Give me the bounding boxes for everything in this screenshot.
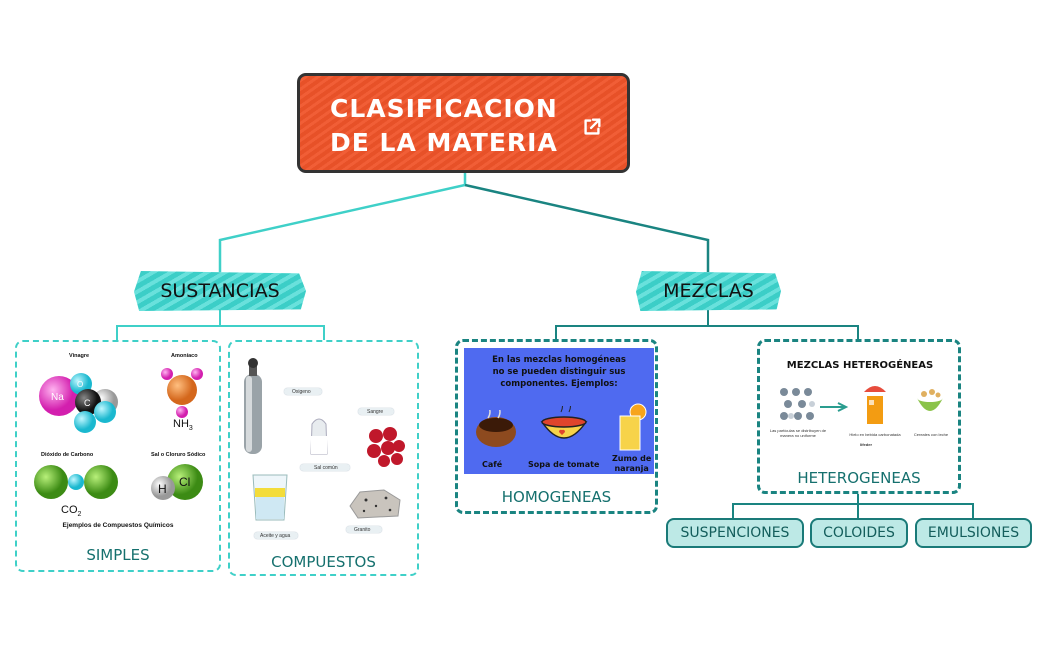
aceite-agua-label: Aceite y agua <box>260 533 291 539</box>
heterogeneas-image: MEZCLAS HETEROGÉNEAS Las partículas se d… <box>764 346 956 462</box>
simples-label: SIMPLES <box>86 546 150 564</box>
sal-label: Sal o Cloruro Sódico <box>151 452 206 458</box>
h-atom-label: H <box>158 482 167 496</box>
hetero-caption-1: Las partículas se distribuyen de manera … <box>769 428 827 438</box>
oxigeno-tag <box>284 388 322 395</box>
homogeneas-image: En las mezclas homogéneas no se pueden d… <box>464 348 654 474</box>
oil-water-beaker-icon <box>252 474 288 521</box>
connector-title-sustancias <box>218 173 467 272</box>
connector-heterogeneas-children <box>732 494 974 518</box>
ammonia-molecule-icon <box>161 368 203 418</box>
simples-image-caption: Ejemplos de Compuestos Químicos <box>62 522 174 529</box>
co2-molecule-icon <box>34 465 118 499</box>
soup-bowl-icon <box>540 406 588 439</box>
title-line-1: CLASIFICACION <box>330 94 558 123</box>
external-link-icon[interactable] <box>581 116 603 138</box>
blood-cells-icon <box>367 427 405 467</box>
nacl-molecule-icon: H Cl <box>151 464 203 500</box>
o-atom-label: O <box>77 380 83 389</box>
sopa-label: Sopa de tomate <box>528 460 600 469</box>
compuestos-label: COMPUESTOS <box>271 553 376 571</box>
particles-icon <box>780 388 815 420</box>
sustancias-node[interactable]: SUSTANCIAS <box>134 271 306 311</box>
title-line-2: DE LA MATERIA <box>330 128 558 157</box>
granito-label: Granito <box>354 527 371 533</box>
cereal-bowl-icon <box>917 389 943 411</box>
dioxido-label: Dióxido de Carbono <box>41 452 94 458</box>
c-atom-label: C <box>84 398 91 408</box>
vinagre-label: Vinagre <box>69 353 90 359</box>
coloides-node[interactable]: COLOIDES <box>810 518 908 548</box>
salt-shaker-icon <box>310 418 328 455</box>
cl-atom-label: Cl <box>179 475 190 489</box>
amoniaco-label: Amoníaco <box>171 353 198 359</box>
hetero-caption-2: Hielo en bebida carbonatada <box>849 432 901 437</box>
granite-rock-icon <box>349 489 401 519</box>
connector-sustancias-children <box>116 310 325 340</box>
lifeder-logo: lifeder <box>860 442 873 447</box>
coloides-label: COLOIDES <box>823 525 895 541</box>
sal-comun-label: Sal común <box>314 465 338 471</box>
heterogeneas-node[interactable]: MEZCLAS HETEROGÉNEAS Las partículas se d… <box>757 339 961 494</box>
vinegar-molecule-icon: Na O C <box>39 373 118 433</box>
suspenciones-node[interactable]: SUSPENCIONES <box>666 518 804 548</box>
soda-glass-icon <box>864 386 886 424</box>
nh3-formula: NH3 <box>173 418 193 433</box>
emulsiones-node[interactable]: EMULSIONES <box>915 518 1032 548</box>
orange-juice-icon <box>619 403 647 451</box>
simples-node[interactable]: Vinagre Na O C Amoníaco <box>15 340 221 572</box>
compuestos-image: Oxigeno Sal común Sangre Aceite y agua G… <box>234 346 416 542</box>
heterogeneas-image-title: MEZCLAS HETEROGÉNEAS <box>786 360 934 371</box>
granito-tag <box>346 526 382 533</box>
heterogeneas-label: HETEROGENEAS <box>797 469 921 487</box>
oxigeno-label: Oxigeno <box>292 389 311 395</box>
mezclas-node[interactable]: MEZCLAS <box>636 271 781 311</box>
title-node[interactable]: CLASIFICACION DE LA MATERIA <box>297 73 630 173</box>
mezclas-label: MEZCLAS <box>663 280 754 302</box>
connector-title-mezclas <box>464 183 710 272</box>
sal-tag <box>300 464 350 471</box>
na-atom-label: Na <box>51 392 64 403</box>
homogeneas-image-text: En las mezclas homogéneas no se pueden d… <box>492 355 626 389</box>
arrow-right-icon <box>820 402 849 412</box>
cafe-label: Café <box>482 460 503 469</box>
aceite-tag <box>254 532 298 539</box>
sangre-label: Sangre <box>367 409 384 415</box>
homogeneas-label: HOMOGENEAS <box>501 488 612 506</box>
co2-formula: CO2 <box>61 504 82 519</box>
sangre-tag <box>358 408 394 415</box>
emulsiones-label: EMULSIONES <box>927 525 1020 541</box>
compuestos-node[interactable]: Oxigeno Sal común Sangre Aceite y agua G… <box>228 340 419 576</box>
coffee-cup-icon <box>476 410 516 447</box>
hetero-caption-3: Cereales con leche <box>913 432 949 437</box>
connector-mezclas-children <box>555 310 859 340</box>
simples-image: Vinagre Na O C Amoníaco <box>21 346 215 538</box>
homogeneas-node[interactable]: En las mezclas homogéneas no se pueden d… <box>455 339 658 514</box>
zumo-label: Zumo de naranja <box>612 454 652 473</box>
oxygen-tank-icon <box>244 358 262 454</box>
title-text: CLASIFICACION DE LA MATERIA <box>330 92 558 160</box>
suspenciones-label: SUSPENCIONES <box>680 525 790 541</box>
sustancias-label: SUSTANCIAS <box>160 280 280 302</box>
